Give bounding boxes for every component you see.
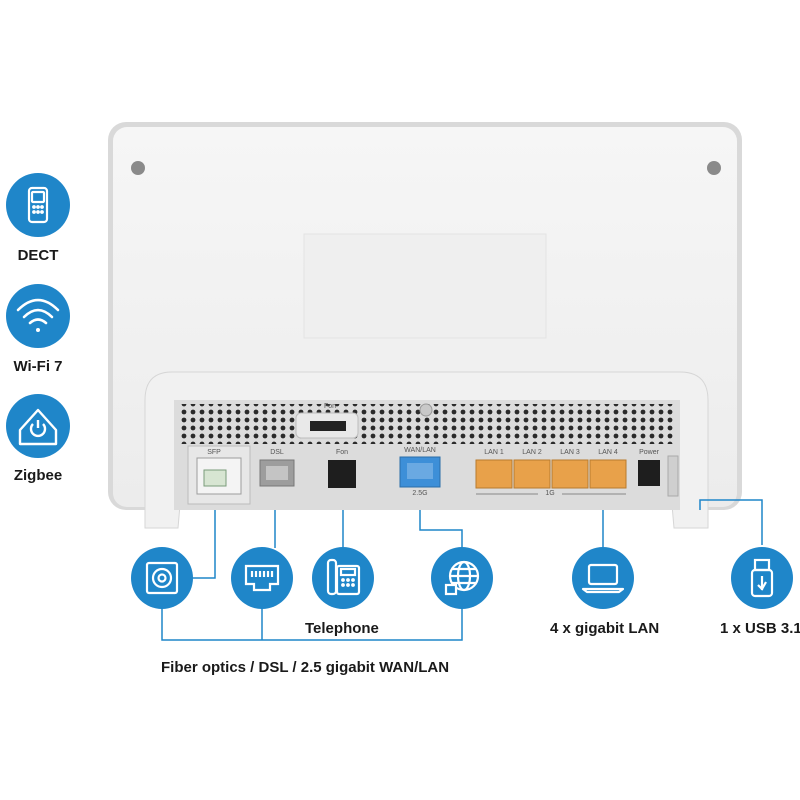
dsl-port-icon <box>244 564 280 592</box>
lan-speed-label: 1G <box>538 490 562 497</box>
lan-4-label: LAN 4 <box>598 449 618 456</box>
zigbee-label: Zigbee <box>13 467 63 484</box>
connection-icons <box>131 547 793 609</box>
reset-button <box>419 403 433 417</box>
gigabit-lan-label: 4 x gigabit LAN <box>550 620 660 637</box>
lan-2-label: LAN 2 <box>522 449 542 456</box>
feature-icons <box>6 173 70 458</box>
phone-handset-icon <box>27 186 49 224</box>
wifi-circle <box>6 284 70 348</box>
wan-speed-label: 2.5G <box>412 490 428 497</box>
wifi7-label: Wi-Fi 7 <box>13 358 63 375</box>
lan-3-label: LAN 3 <box>560 449 580 456</box>
usb-label: 1 x USB 3.1 <box>720 620 800 637</box>
usb-port <box>667 455 679 497</box>
laptop-icon <box>581 563 625 594</box>
lan-port-1 <box>475 459 513 489</box>
dect-circle <box>6 173 70 237</box>
dect-label: DECT <box>17 247 59 264</box>
dsl-label: DSL <box>270 449 284 456</box>
fiber-dsl-wan-label: Fiber optics / DSL / 2.5 gigabit WAN/LAN <box>161 659 450 676</box>
usb-stick-icon <box>750 558 774 598</box>
wifi-icon <box>16 298 60 332</box>
wan-label: WAN/LAN <box>404 447 436 454</box>
telephone-icon <box>326 558 361 596</box>
smart-home-icon <box>18 408 58 446</box>
globe-network-icon <box>444 560 480 596</box>
lan-port-2 <box>513 459 551 489</box>
fon-label: Fon <box>335 449 349 456</box>
sfp-label: SFP <box>207 449 221 456</box>
screw-hole-left <box>131 161 145 175</box>
telephone-label: Telephone <box>305 620 379 637</box>
power-label: Power <box>639 449 659 456</box>
lan-1-label: LAN 1 <box>484 449 504 456</box>
lan-port-4 <box>589 459 627 489</box>
label-recess <box>303 233 547 339</box>
port-panel <box>174 400 680 510</box>
fon-top-label: Fon <box>323 403 337 410</box>
power-port <box>638 460 660 486</box>
fon-port <box>328 460 356 488</box>
screw-hole-right <box>707 161 721 175</box>
lan-port-3 <box>551 459 589 489</box>
fiber-optic-icon <box>145 561 179 595</box>
connector-lines <box>161 499 763 641</box>
